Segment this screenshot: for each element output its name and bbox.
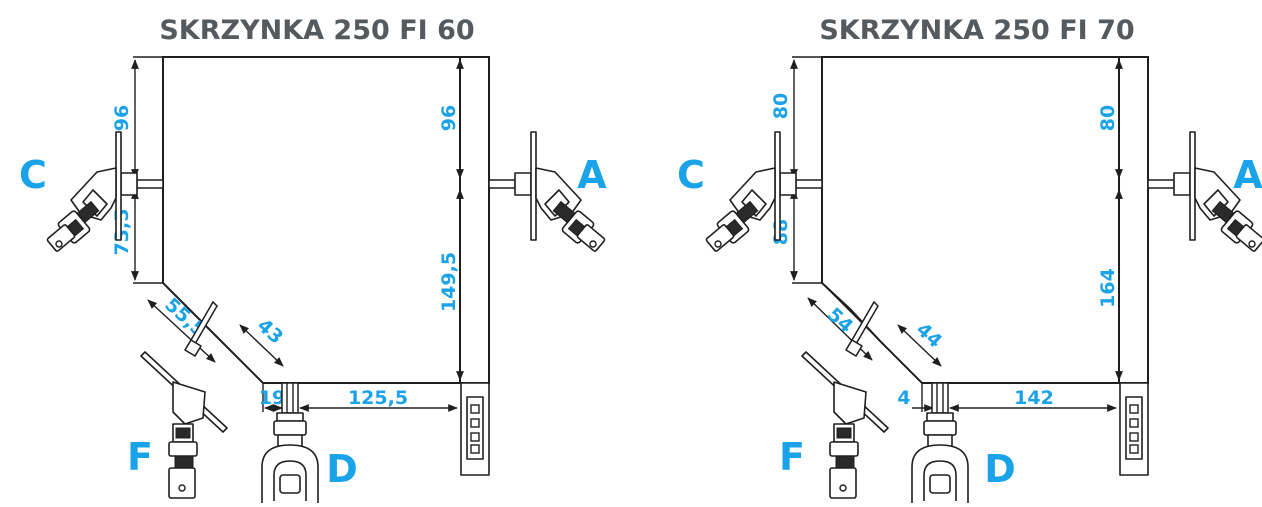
left-dim-bottom-long: 125,5	[348, 387, 408, 409]
right-label-d: D	[984, 447, 1016, 491]
right-box-drawing: SKRZYNKA 250 FI 70 80 88 80 164 54 44 4 …	[677, 15, 1262, 504]
right-dim-right-lower: 164	[1097, 268, 1119, 308]
right-dim-top-right: 80	[1097, 105, 1119, 131]
right-title: SKRZYNKA 250 FI 70	[819, 15, 1134, 46]
left-box-drawing: SKRZYNKA 250 FI 60 96 73,5 96 149,5 55,5…	[19, 15, 607, 504]
right-dim-bottom-small: 4	[897, 387, 910, 409]
bracket-right	[1119, 382, 1149, 476]
left-dim-right-lower: 149,5	[438, 252, 460, 312]
left-dim-top-right: 96	[438, 105, 460, 131]
right-dim-left-lower: 88	[770, 219, 792, 245]
right-dim-top-left: 80	[770, 93, 792, 119]
left-label-c: C	[19, 153, 47, 197]
left-dim-bottom-small: 19	[259, 387, 285, 409]
right-dim-bottom-long: 142	[1014, 387, 1054, 409]
left-label-d: D	[326, 447, 358, 491]
left-dim-top-left: 96	[111, 105, 133, 131]
left-label-a: A	[577, 153, 607, 197]
right-label-a: A	[1233, 153, 1262, 197]
valve-c-right	[704, 131, 823, 253]
left-title: SKRZYNKA 250 FI 60	[159, 15, 474, 46]
left-label-f: F	[127, 435, 153, 479]
valve-d-right	[911, 382, 969, 504]
valve-c-left	[45, 131, 164, 253]
left-dim-left-lower: 73,5	[111, 209, 133, 256]
right-label-f: F	[779, 435, 805, 479]
right-label-c: C	[677, 153, 705, 197]
bracket-left	[460, 382, 490, 476]
